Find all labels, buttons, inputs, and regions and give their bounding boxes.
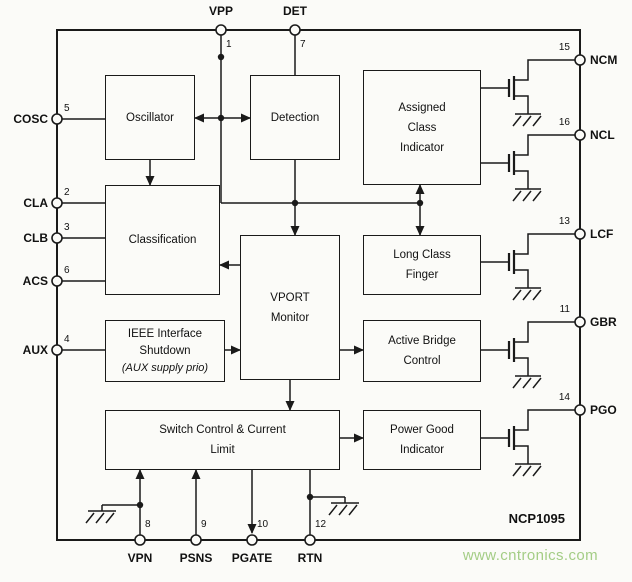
pin-number-gbr: 11 — [559, 304, 570, 315]
watermark-text: www.cntronics.com — [462, 547, 598, 564]
pin-label-clb: CLB — [23, 231, 48, 245]
pin-number-ncl: 16 — [558, 117, 570, 128]
pin-number-pgate: 10 — [257, 519, 269, 530]
pin-label-aux: AUX — [22, 343, 48, 357]
pin-label-vpn: VPN — [127, 551, 153, 565]
pin-number-lcf: 13 — [558, 216, 570, 227]
ground-icon — [512, 188, 542, 202]
lcf-label-line-1: Long Class — [393, 249, 451, 261]
ieee-label-line-3: (AUX supply prio) — [121, 361, 209, 374]
signal-wires — [62, 35, 420, 535]
ground-icon-vpn — [85, 505, 116, 524]
aci-label-line-3: Indicator — [399, 141, 445, 154]
block-switch-control-current-limit: Switch Control & Current Limit — [105, 410, 340, 470]
pin-number-cosc: 5 — [64, 103, 70, 114]
pin-label-acs: ACS — [22, 274, 48, 288]
pin-label-cosc: COSC — [13, 112, 48, 126]
pin-number-acs: 6 — [64, 265, 70, 276]
pin-number-vpp: 1 — [226, 39, 232, 50]
pin-label-ncm: NCM — [590, 53, 618, 67]
pin-label-pgate: PGATE — [231, 551, 273, 565]
block-classification: Classification — [105, 185, 220, 295]
switch-label-line-2: Limit — [210, 444, 235, 456]
pin-label-vpp: VPP — [208, 4, 233, 18]
pin-number-det: 7 — [300, 39, 306, 50]
abc-label-line-2: Control — [403, 355, 441, 367]
block-active-bridge-control: Active Bridge Control — [363, 320, 481, 382]
detection-label: Detection — [270, 111, 320, 124]
vport-label-line-2: Monitor — [270, 311, 310, 324]
pgi-label-line-1: Power Good — [390, 424, 454, 436]
pin-number-ncm: 15 — [558, 42, 570, 53]
oscillator-label: Oscillator — [126, 111, 174, 124]
aci-label-line-1: Assigned — [398, 101, 446, 114]
pin-number-vpn: 8 — [145, 519, 151, 530]
junction-dots — [136, 53, 424, 509]
pin-label-pgo: PGO — [590, 403, 617, 417]
ground-icon-rtn — [328, 497, 359, 516]
mosfet-pgo — [481, 409, 575, 477]
mosfet-lcf — [481, 233, 575, 301]
pin-label-rtn: RTN — [297, 551, 323, 565]
pin-number-cla: 2 — [64, 187, 70, 198]
ground-icon — [512, 463, 542, 477]
pin-number-rtn: 12 — [315, 519, 327, 530]
pgi-label-line-2: Indicator — [399, 444, 445, 456]
abc-label-line-1: Active Bridge — [388, 335, 456, 347]
block-ieee-interface-shutdown: IEEE Interface Shutdown (AUX supply prio… — [105, 320, 225, 382]
ieee-label-line-2: Shutdown — [139, 344, 191, 357]
ieee-label-line-1: IEEE Interface — [127, 327, 203, 340]
pin-circles — [51, 24, 586, 546]
pin-number-psns: 9 — [201, 519, 207, 530]
ground-icon — [512, 113, 542, 127]
mosfet-gbr — [481, 321, 575, 389]
chip-part-number: NCP1095 — [508, 511, 565, 526]
pin-label-gbr: GBR — [590, 315, 617, 329]
pin-label-cla: CLA — [23, 196, 48, 210]
pin-number-aux: 4 — [64, 334, 70, 345]
block-vport-monitor: VPORT Monitor — [240, 235, 340, 380]
block-detection: Detection — [250, 75, 340, 160]
mosfet-ncm — [481, 59, 575, 127]
pin-label-det: DET — [283, 4, 307, 18]
classification-label: Classification — [128, 234, 197, 246]
aci-label-line-2: Class — [407, 121, 437, 134]
block-assigned-class-indicator: Assigned Class Indicator — [363, 70, 481, 185]
pin-label-psns: PSNS — [179, 551, 213, 565]
ground-icon — [512, 287, 542, 301]
pin-label-lcf: LCF — [590, 227, 614, 241]
pin-label-ncl: NCL — [590, 128, 615, 142]
mosfet-ncl — [481, 134, 575, 202]
switch-label-line-1: Switch Control & Current — [159, 424, 286, 436]
block-long-class-finger: Long Class Finger — [363, 235, 481, 295]
ground-icon — [512, 375, 542, 389]
vport-label-line-1: VPORT — [270, 291, 310, 304]
block-oscillator: Oscillator — [105, 75, 195, 160]
lcf-label-line-2: Finger — [405, 269, 439, 281]
pin-number-pgo: 14 — [558, 392, 570, 403]
pin-number-clb: 3 — [64, 222, 70, 233]
block-power-good-indicator: Power Good Indicator — [363, 410, 481, 470]
